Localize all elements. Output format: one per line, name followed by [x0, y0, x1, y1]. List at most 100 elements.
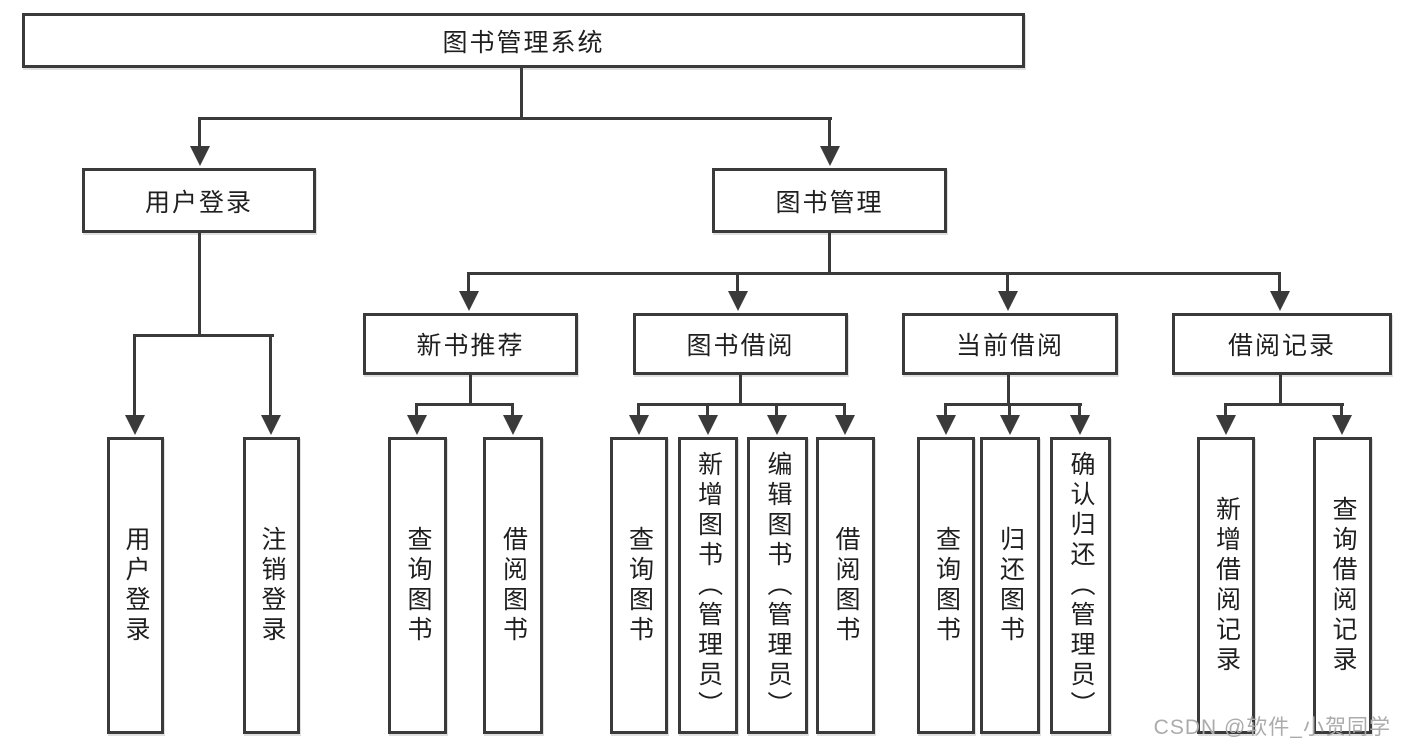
connector-arrow [1332, 403, 1352, 435]
connector-arrow-line [467, 272, 470, 294]
connector-arrow-line [828, 117, 831, 149]
connector-arrow [125, 334, 145, 435]
connector-vline [469, 375, 472, 406]
leaf-user-login: 用户登录 [107, 437, 164, 734]
connector-arrow-line [1008, 403, 1011, 418]
connector-arrow-line [843, 403, 846, 418]
leaf-label: 归还图书 [996, 525, 1025, 646]
arrow-down-icon [629, 415, 649, 435]
arrow-down-icon [407, 415, 427, 435]
arrow-down-icon [1332, 415, 1352, 435]
leaf-label: 编辑图书（管理员） [764, 450, 792, 721]
leaf-label: 查询图书 [932, 525, 961, 646]
node-label: 图书管理 [775, 188, 884, 217]
node-label: 当前借阅 [955, 332, 1064, 360]
connector-arrow-line [1078, 403, 1081, 418]
connector-arrow [407, 403, 427, 435]
leaf-label: 注销登录 [258, 525, 286, 646]
connector-arrow-line [415, 403, 418, 418]
connector-arrow-line [1340, 403, 1343, 418]
arrow-down-icon [835, 415, 855, 435]
arrow-down-icon [767, 415, 787, 435]
connector-arrow [261, 334, 281, 435]
connector-vline [1007, 375, 1010, 406]
leaf-label: 用户登录 [122, 525, 150, 646]
leaf-label: 确认归还（管理员） [1067, 450, 1095, 721]
connector-hline [133, 334, 274, 337]
arrow-down-icon [503, 415, 523, 435]
leaf-logout: 注销登录 [243, 437, 300, 734]
connector-arrow [190, 117, 210, 166]
leaf-label: 新增图书（管理员） [694, 450, 723, 721]
connector-arrow [629, 403, 649, 435]
connector-hline [468, 272, 1281, 275]
connector-vline [198, 233, 201, 337]
leaf-label: 查询图书 [404, 525, 432, 646]
connector-arrow [1070, 403, 1090, 435]
node-book-borrow: 图书借阅 [633, 313, 848, 375]
connector-arrow-line [736, 272, 739, 294]
connector-vline [1279, 375, 1282, 406]
node-label: 借阅记录 [1227, 332, 1336, 360]
arrow-down-icon [1216, 415, 1236, 435]
leaf-query-books-borrow: 查询图书 [610, 437, 668, 734]
connector-arrow-line [706, 403, 709, 418]
connector-arrow-line [1006, 272, 1009, 294]
leaf-borrow-books: 借阅图书 [816, 437, 875, 734]
node-label: 新书推荐 [416, 332, 525, 360]
connector-vline [739, 375, 742, 406]
connector-arrow [503, 403, 523, 435]
leaf-query-borrow-record: 查询借阅记录 [1313, 437, 1372, 734]
node-borrow-records: 借阅记录 [1172, 313, 1392, 375]
arrow-down-icon [190, 146, 210, 166]
connector-hline [946, 403, 1082, 406]
connector-arrow [728, 272, 748, 311]
leaf-confirm-return-admin: 确认归还（管理员） [1050, 437, 1111, 734]
leaf-query-books-recommend: 查询图书 [388, 437, 447, 734]
leaf-label: 新增借阅记录 [1212, 495, 1241, 676]
connector-vline [520, 68, 523, 119]
connector-arrow-line [133, 334, 136, 418]
arrow-down-icon [936, 415, 956, 435]
arrow-down-icon [698, 415, 718, 435]
arrow-down-icon [728, 291, 748, 311]
connector-arrow-line [637, 403, 640, 418]
connector-arrow-line [1278, 272, 1281, 294]
node-current-borrow: 当前借阅 [902, 313, 1118, 375]
arrow-down-icon [1000, 415, 1020, 435]
connector-arrow [820, 117, 840, 166]
connector-arrow [998, 272, 1018, 311]
connector-arrow-line [944, 403, 947, 418]
connector-arrow-line [511, 403, 514, 418]
connector-arrow [936, 403, 956, 435]
connector-hline [639, 403, 846, 406]
connector-arrow-line [269, 334, 272, 418]
node-user-login: 用户登录 [82, 168, 316, 233]
node-library-management-system: 图书管理系统 [22, 13, 1025, 68]
leaf-add-borrow-record: 新增借阅记录 [1197, 437, 1255, 734]
connector-hline [1225, 403, 1344, 406]
connector-arrow [767, 403, 787, 435]
leaf-label: 查询图书 [625, 525, 654, 646]
arrow-down-icon [459, 291, 479, 311]
connector-arrow-line [198, 117, 201, 149]
connector-arrow [1000, 403, 1020, 435]
node-book-management: 图书管理 [712, 168, 947, 233]
connector-arrow [1270, 272, 1290, 311]
arrow-down-icon [1070, 415, 1090, 435]
leaf-query-books-current: 查询图书 [917, 437, 975, 734]
connector-arrow [835, 403, 855, 435]
connector-arrow-line [775, 403, 778, 418]
leaf-add-books-admin: 新增图书（管理员） [678, 437, 738, 734]
csdn-watermark: CSDN @软件_小贺同学 [1153, 716, 1391, 739]
node-label: 图书管理系统 [442, 28, 605, 57]
connector-hline [199, 117, 832, 120]
connector-arrow-line [1224, 403, 1227, 418]
connector-arrow [1216, 403, 1236, 435]
node-new-book-recommend: 新书推荐 [363, 313, 578, 375]
leaf-edit-books-admin: 编辑图书（管理员） [747, 437, 808, 734]
leaf-label: 借阅图书 [499, 525, 528, 646]
arrow-down-icon [125, 415, 145, 435]
node-label: 用户登录 [144, 188, 253, 217]
leaf-label: 借阅图书 [832, 525, 860, 646]
